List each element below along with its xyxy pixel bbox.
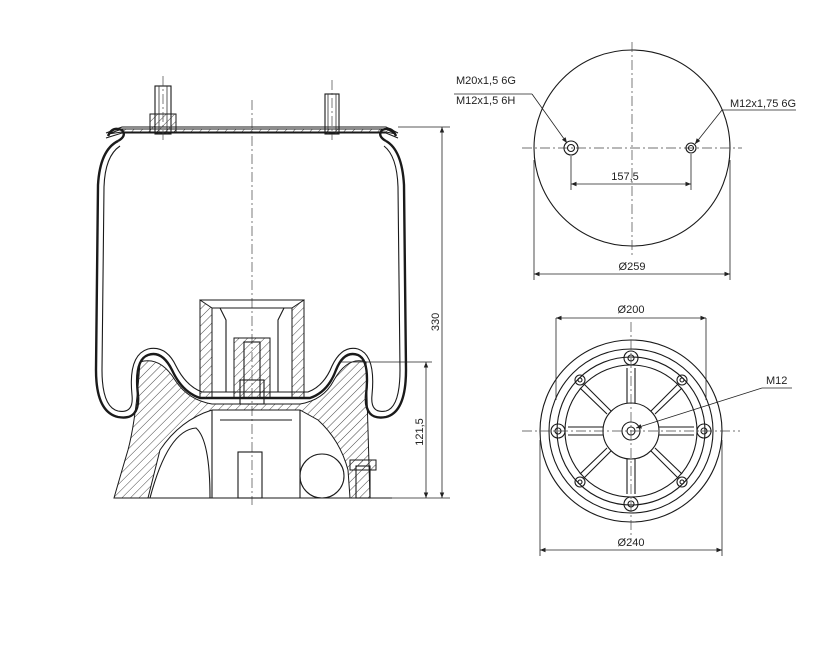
top-right-hole bbox=[685, 142, 697, 154]
piston-section bbox=[113, 299, 392, 499]
thread-callout-center: M12 bbox=[635, 375, 792, 429]
dim-height-piston: 121,5 bbox=[340, 361, 432, 498]
dim-height-total: 330 bbox=[392, 126, 450, 499]
dim-bolt-spacing: 157,5 bbox=[570, 154, 692, 190]
top-left-hole bbox=[563, 140, 579, 156]
left-stud bbox=[149, 76, 177, 140]
thread-left-secondary: M12x1,5 6H bbox=[456, 95, 515, 107]
piston-side-bolt bbox=[349, 459, 377, 499]
dim-piston-top-diameter: Ø200 bbox=[555, 304, 707, 400]
height-total-label: 330 bbox=[430, 313, 442, 331]
thread-center: M12 bbox=[766, 375, 787, 387]
dim-top-diameter: Ø259 bbox=[533, 160, 731, 280]
height-piston-label: 121,5 bbox=[414, 418, 426, 446]
top-view: M20x1,5 6G M12x1,5 6H M12x1,75 6G 157,5 … bbox=[454, 42, 796, 280]
thread-callout-right: M12x1,75 6G bbox=[694, 98, 796, 145]
piston-diameter-label: Ø240 bbox=[618, 537, 645, 549]
top-diameter-label: Ø259 bbox=[619, 261, 646, 273]
piston-ribs bbox=[568, 368, 694, 494]
thread-left-primary: M20x1,5 6G bbox=[456, 75, 516, 87]
dim-piston-diameter: Ø240 bbox=[539, 440, 723, 556]
bolt-spacing-label: 157,5 bbox=[611, 171, 639, 183]
thread-callout-left: M20x1,5 6G M12x1,5 6H bbox=[454, 75, 568, 144]
right-stud bbox=[324, 80, 340, 140]
top-plate bbox=[105, 126, 399, 143]
side-section-view: 330 121,5 bbox=[94, 76, 450, 505]
piston-bolt-holes bbox=[550, 350, 712, 512]
piston-top-diameter-label: Ø200 bbox=[618, 304, 645, 316]
bottom-view: M12 Ø200 Ø240 bbox=[522, 304, 792, 556]
thread-right: M12x1,75 6G bbox=[730, 98, 796, 110]
